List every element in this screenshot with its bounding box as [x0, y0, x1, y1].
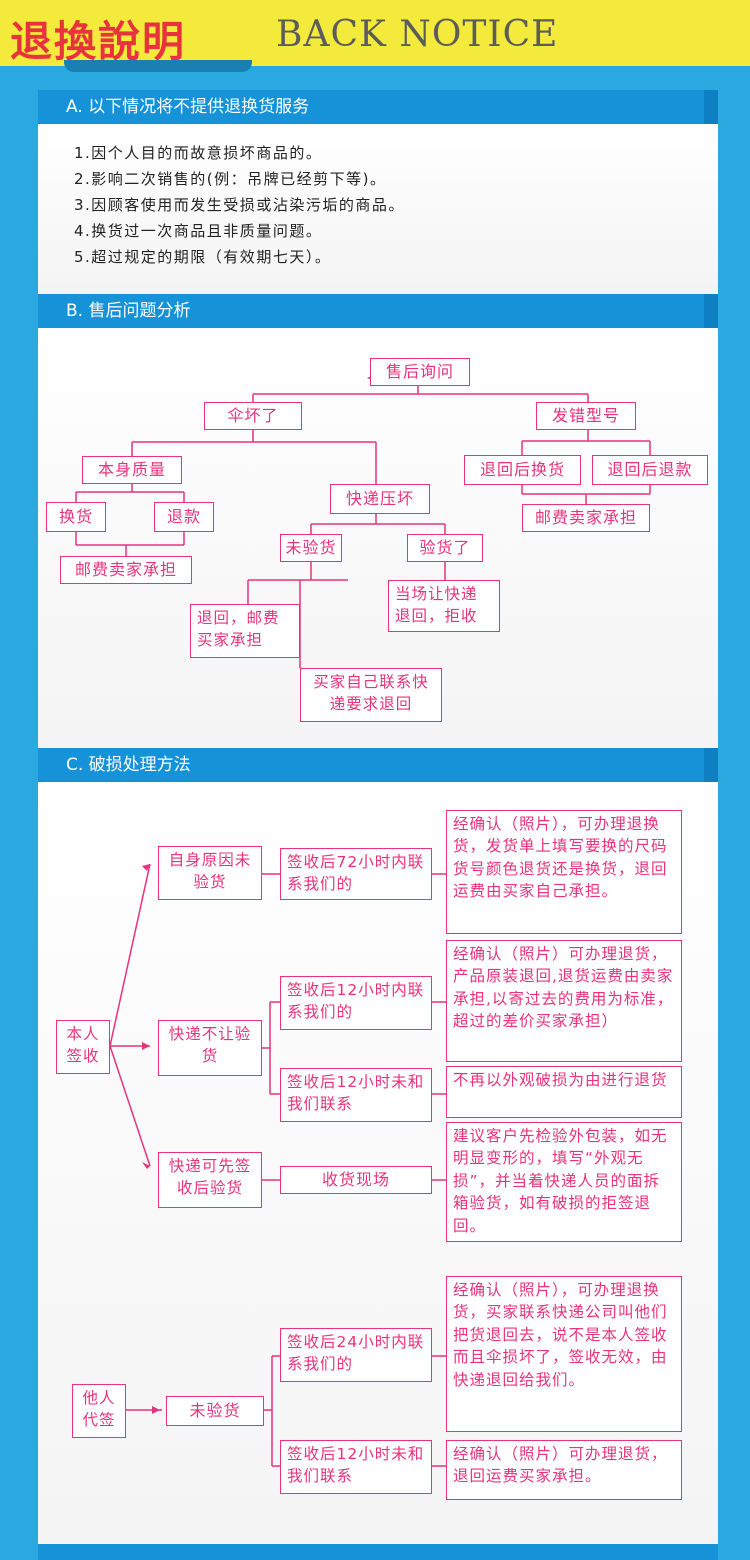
flow-inquiry: 售后询问: [370, 358, 470, 386]
flow-result-6: 经确认（照片）可办理退货，退回运费买家承担。: [446, 1440, 682, 1500]
banner: 退換說明 BACK NOTICE: [0, 0, 750, 66]
rule-item: 2.影响二次销售的(例：吊牌已经剪下等)。: [74, 170, 387, 188]
banner-title-cn: 退換說明: [10, 17, 187, 66]
flow-within-72h: 签收后72小时内联系我们的: [280, 848, 432, 900]
section-b-heading: B. 售后问题分析: [38, 294, 718, 328]
banner-tab-decoration: [64, 60, 252, 72]
section-a-panel: 1.因个人目的而故意损坏商品的。 2.影响二次销售的(例：吊牌已经剪下等)。 3…: [38, 124, 718, 294]
flow-courier-crushed: 快递压坏: [330, 484, 430, 514]
flow-own-reason: 自身原因未验货: [158, 846, 262, 900]
flow-seller-pays-shipping-left: 邮费卖家承担: [60, 556, 192, 584]
rule-item: 4.换货过一次商品且非质量问题。: [74, 222, 323, 240]
flow-return-then-exchange: 退回后换货: [464, 455, 581, 485]
flow-inspected: 验货了: [407, 534, 483, 562]
no-return-rules-list: 1.因个人目的而故意损坏商品的。 2.影响二次销售的(例：吊牌已经剪下等)。 3…: [74, 140, 405, 270]
rule-item: 5.超过规定的期限（有效期七天）。: [74, 248, 332, 266]
flow-quality-issue: 本身质量: [82, 456, 182, 484]
flow-refund: 退款: [154, 502, 214, 532]
flow-result-2: 经确认（照片）可办理退货，产品原装退回,退货运费由卖家承担,以寄过去的费用为标准…: [446, 940, 682, 1062]
flow-wrong-model: 发错型号: [536, 402, 636, 430]
flow-return-then-refund: 退回后退款: [592, 455, 708, 485]
flow-reject-on-site: 当场让快递退回，拒收: [388, 580, 500, 632]
flow-within-12h: 签收后12小时内联系我们的: [280, 976, 432, 1030]
flow-beyond-12h: 签收后12小时未和我们联系: [280, 1068, 432, 1122]
flow-self-signed: 本人签收: [56, 1020, 110, 1074]
flow-umbrella-broken: 伞坏了: [204, 402, 302, 430]
flow-result-4: 建议客户先检验外包装，如无明显变形的，填写“外观无损”，并当着快递人员的面拆箱验…: [446, 1122, 682, 1242]
flow-seller-pays-shipping-right: 邮费卖家承担: [522, 504, 650, 532]
flow-result-5: 经确认（照片），可办理退换货，买家联系快递公司叫他们把货退回去，说不是本人签收而…: [446, 1276, 682, 1432]
flow-proxy-signed: 他人代签: [72, 1384, 126, 1438]
flow-result-3: 不再以外观破损为由进行退货: [446, 1066, 682, 1118]
flow-within-24h: 签收后24小时内联系我们的: [280, 1328, 432, 1382]
banner-title-en: BACK NOTICE: [276, 14, 559, 55]
rule-item: 1.因个人目的而故意损坏商品的。: [74, 144, 323, 162]
next-section-strip: [38, 1544, 718, 1560]
flow-not-inspected-proxy: 未验货: [166, 1396, 264, 1426]
rule-item: 3.因顾客使用而发生受损或沾染污垢的商品。: [74, 196, 405, 214]
flow-return-buyer-pays: 退回，邮费买家承担: [190, 604, 300, 658]
flow-buyer-contacts-courier: 买家自己联系快递要求退回: [300, 668, 442, 722]
flow-courier-no-inspect: 快递不让验货: [158, 1020, 262, 1076]
flow-beyond-12h-proxy: 签收后12小时未和我们联系: [280, 1440, 432, 1494]
flow-result-1: 经确认（照片），可办理退换货，发货单上填写要换的尺码货号颜色退货还是换货，退回运…: [446, 810, 682, 934]
flow-not-inspected: 未验货: [280, 534, 342, 562]
flow-on-site: 收货现场: [280, 1166, 432, 1194]
flow-courier-inspect-first: 快递可先签收后验货: [158, 1152, 262, 1208]
section-c-heading: C. 破损处理方法: [38, 748, 718, 782]
flow-exchange: 换货: [46, 502, 106, 532]
section-a-heading: A. 以下情况将不提供退换货服务: [38, 90, 718, 124]
